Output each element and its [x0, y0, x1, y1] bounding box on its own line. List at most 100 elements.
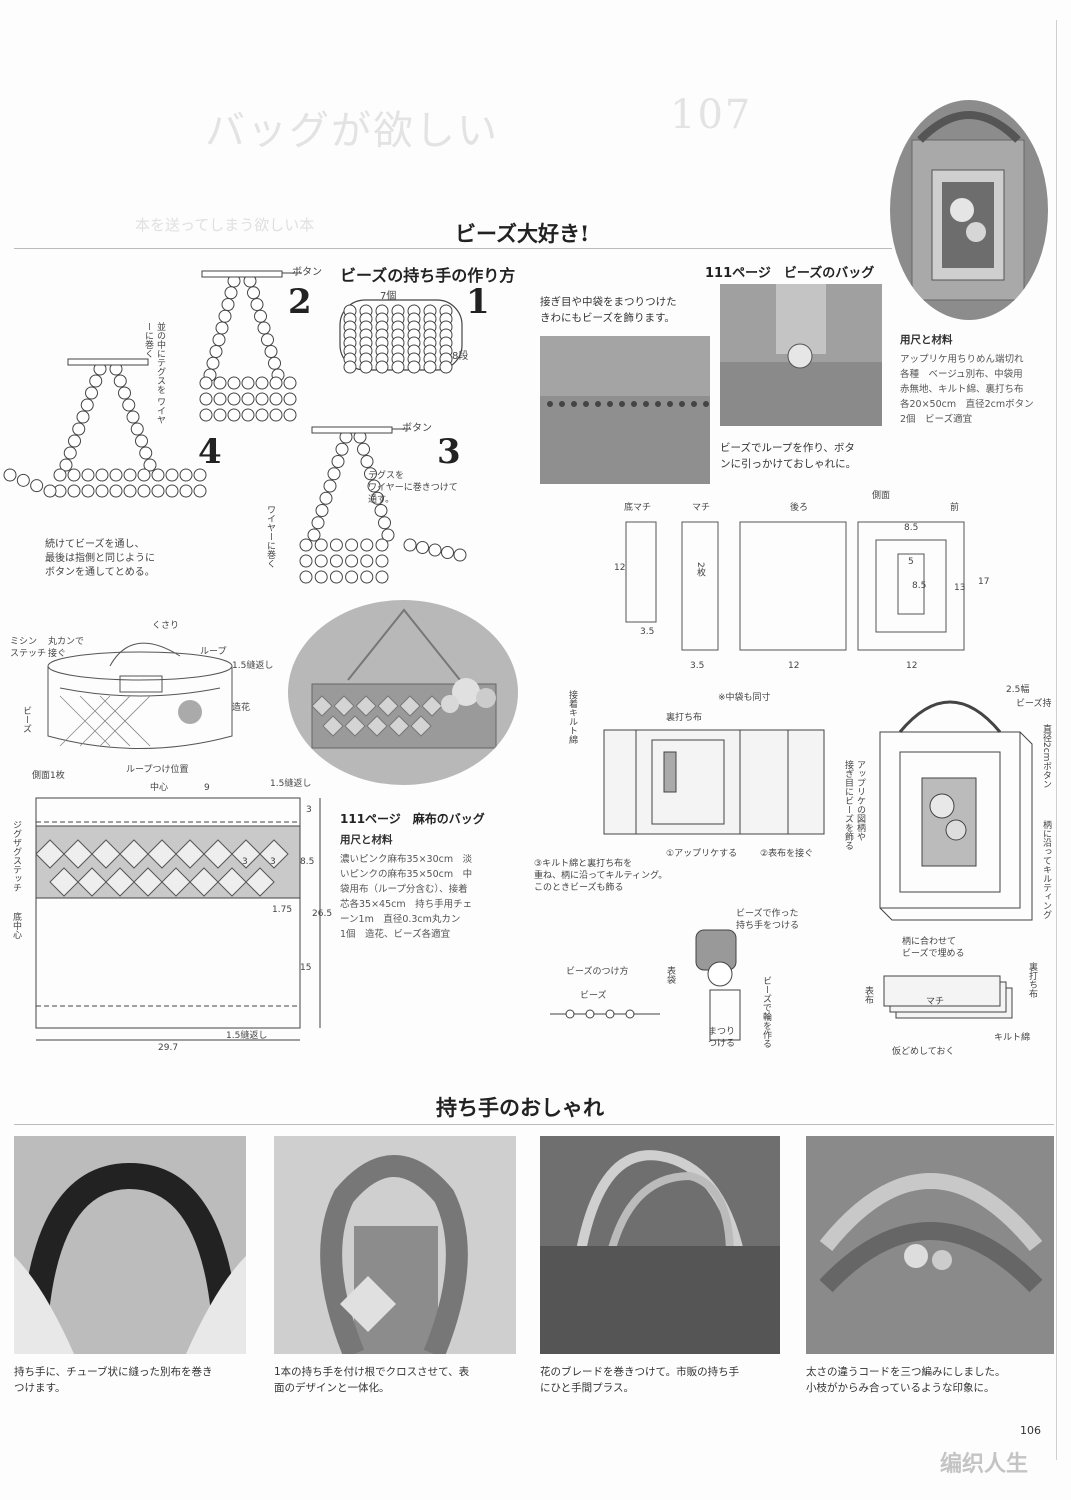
bead	[255, 408, 269, 422]
bead	[212, 333, 226, 347]
bead	[283, 408, 297, 422]
bead	[360, 554, 374, 568]
linen-bag-title: 111ページ 麻布のバッグ	[340, 812, 485, 826]
label-center: 中心	[150, 783, 169, 793]
label-same-inner: ※中袋も同寸	[718, 693, 771, 703]
label-threading-3: テグスを ワイヤーに巻きつけて 通す。	[368, 471, 458, 505]
caption-handle-tube: 持ち手に、チューブ状に縫った別布を巻き つけます。	[14, 1366, 213, 1394]
bead	[213, 408, 227, 422]
label-loop-pos: ループつけ位置	[126, 765, 189, 775]
bead	[247, 286, 260, 300]
bead	[374, 504, 388, 517]
bead	[283, 392, 297, 406]
ghost-subheader: 本を送ってしまう欲しい本	[135, 216, 315, 234]
page-number: 106	[1020, 1424, 1041, 1437]
bead	[122, 398, 136, 412]
label-backing: 裏打ち布	[666, 713, 703, 723]
caption-handle-braid-flower: 花のブレードを巻きつけて。市販の持ち手 にひと手間プラス。	[540, 1366, 740, 1394]
bead	[137, 484, 151, 498]
piece-label-bottom-gusset: 底マチ	[624, 503, 652, 513]
label-step2: ②表布を接ぐ	[760, 849, 814, 859]
bead	[30, 479, 44, 493]
bead	[269, 376, 283, 390]
bead	[403, 538, 417, 552]
bead	[95, 468, 109, 482]
bead	[360, 455, 374, 468]
bead	[215, 321, 229, 335]
materials-title-linen: 用尺と材料	[340, 834, 393, 846]
bead	[179, 468, 193, 482]
bead	[3, 468, 17, 482]
bead	[80, 398, 94, 412]
bead	[213, 376, 227, 390]
bead	[416, 541, 429, 554]
bead	[113, 374, 127, 388]
label-button-top: ボタン	[292, 267, 322, 278]
label-backing2: 裏打ち布	[1027, 962, 1037, 998]
bead	[311, 516, 325, 530]
dim-h13: 13	[954, 583, 966, 593]
label-dim3b: 3	[242, 857, 248, 867]
bead	[63, 446, 77, 460]
bead	[89, 374, 103, 388]
label-button-mid: ボタン	[402, 423, 432, 434]
bead	[375, 554, 389, 568]
label-handle-attach: ビーズで作った 持ち手をつける	[736, 909, 800, 931]
piece-label-gusset: マチ	[692, 503, 711, 513]
label-count-8: 8段	[452, 351, 469, 362]
label-seam15: 1.5縫返し	[232, 661, 274, 671]
label-batting2: キルト綿	[994, 1033, 1031, 1043]
dim-w35b: 3.5	[690, 661, 705, 671]
bead	[299, 538, 313, 552]
dim-w12b: 12	[906, 661, 918, 671]
bead	[378, 516, 391, 530]
step-number-3: 3	[437, 432, 461, 472]
piece-label-side: 側面	[872, 491, 891, 501]
dim-h12: 12	[614, 563, 626, 573]
bead	[269, 408, 283, 422]
page-edge-line	[1056, 20, 1057, 1460]
label-wire-wrap: ワイヤーに巻く	[265, 505, 275, 568]
bead	[130, 422, 144, 436]
bead	[314, 570, 328, 584]
bead	[381, 528, 395, 542]
label-dim265: 26.5	[312, 909, 333, 919]
label-ring: 丸カンで 接ぐ	[48, 637, 85, 659]
bead	[360, 570, 374, 584]
bead	[199, 408, 213, 422]
bead	[254, 309, 267, 323]
label-chain: くさり	[152, 621, 180, 631]
bead	[199, 392, 213, 406]
bead	[139, 446, 153, 460]
label-dim3c: 3	[270, 857, 276, 867]
bead	[193, 484, 207, 498]
bead	[137, 468, 151, 482]
label-bottom-center: 底中心	[11, 912, 21, 939]
pattern-pieces-diagram	[625, 521, 965, 651]
bead	[59, 458, 73, 472]
bead	[299, 570, 313, 584]
bead	[123, 484, 137, 498]
label-flower: 造花	[232, 703, 251, 713]
label-button-2cm: 直径2cmボタン	[1041, 724, 1051, 789]
bead	[360, 538, 374, 552]
dim-h17: 17	[978, 577, 990, 587]
label-machine-stitch: ミシン ステッチ	[10, 637, 47, 659]
bead	[250, 298, 264, 311]
bead	[255, 392, 269, 406]
bead	[206, 356, 220, 370]
label-inner-bag: 表袋	[665, 966, 675, 984]
bead	[345, 554, 359, 568]
bead	[329, 554, 343, 568]
bead	[359, 360, 373, 374]
dim-w5: 5	[908, 557, 914, 567]
bead	[261, 333, 274, 347]
bead	[241, 408, 255, 422]
bead	[453, 548, 467, 562]
bead	[329, 570, 343, 584]
bead	[126, 410, 140, 424]
bead	[151, 468, 165, 482]
bead	[241, 376, 255, 390]
bead	[67, 484, 81, 498]
